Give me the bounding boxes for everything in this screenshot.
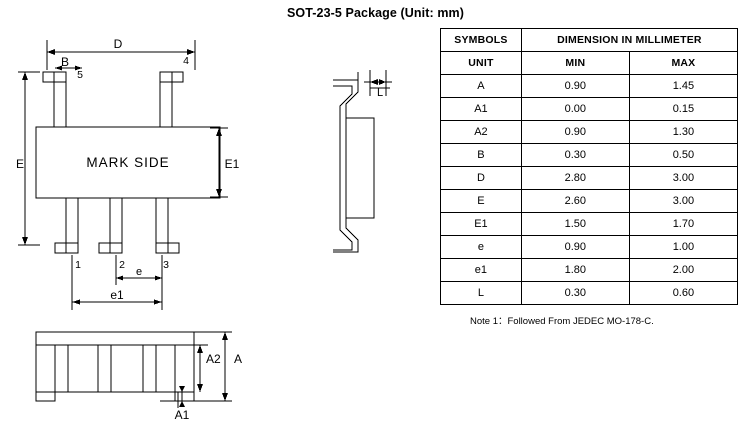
label-E: E: [16, 157, 24, 171]
label-mark-side: MARK SIDE: [86, 155, 169, 170]
cell-symbol: A2: [440, 120, 522, 144]
cell-min: 0.30: [520, 143, 630, 167]
cell-min: 1.80: [520, 258, 630, 282]
cell-max: 1.00: [628, 235, 739, 259]
cell-symbol: A: [440, 74, 522, 98]
cell-max: 2.00: [628, 258, 739, 282]
label-L: L: [377, 87, 383, 99]
cell-max: 1.45: [628, 74, 739, 98]
label-A1: A1: [175, 408, 190, 422]
label-B: B: [61, 55, 69, 69]
cell-min: 0.90: [520, 74, 630, 98]
table-row: L 0.30 0.60: [440, 281, 739, 305]
cell-symbol: A1: [440, 97, 522, 121]
table-row: A 0.90 1.45: [440, 74, 739, 98]
label-e: e: [136, 266, 142, 278]
cell-max: 3.00: [628, 166, 739, 190]
cell-max: 0.50: [628, 143, 739, 167]
table-row: E 2.60 3.00: [440, 189, 739, 213]
cell-symbol: E: [440, 189, 522, 213]
table-row: e1 1.80 2.00: [440, 258, 739, 282]
cell-min: 2.80: [520, 166, 630, 190]
pin-label-3: 3: [163, 259, 169, 271]
label-A: A: [234, 352, 242, 366]
pin-label-1: 1: [75, 259, 81, 271]
table-row: E1 1.50 1.70: [440, 212, 739, 236]
cell-max: 0.60: [628, 281, 739, 305]
header-symbols: SYMBOLS: [440, 28, 522, 52]
cell-symbol: D: [440, 166, 522, 190]
cell-min: 1.50: [520, 212, 630, 236]
table-header-row-1: SYMBOLS DIMENSION IN MILLIMETER: [440, 28, 739, 52]
cell-symbol: L: [440, 281, 522, 305]
header-max: MAX: [628, 51, 739, 75]
header-unit: UNIT: [440, 51, 522, 75]
pin-label-5: 5: [77, 69, 83, 81]
table-note: Note 1：Followed From JEDEC MO-178-C.: [470, 316, 654, 327]
table-row: D 2.80 3.00: [440, 166, 739, 190]
cell-symbol: e: [440, 235, 522, 259]
table-header-row-2: UNIT MIN MAX: [440, 51, 739, 75]
cell-min: 0.00: [520, 97, 630, 121]
cell-min: 2.60: [520, 189, 630, 213]
cell-symbol: E1: [440, 212, 522, 236]
cell-max: 0.15: [628, 97, 739, 121]
label-A2: A2: [206, 352, 221, 366]
table-row: e 0.90 1.00: [440, 235, 739, 259]
page-title: SOT-23-5 Package (Unit: mm): [286, 6, 465, 20]
dimension-table: SYMBOLS DIMENSION IN MILLIMETER UNIT MIN…: [440, 28, 739, 305]
cell-max: 1.70: [628, 212, 739, 236]
cell-min: 0.90: [520, 235, 630, 259]
table-row: A1 0.00 0.15: [440, 97, 739, 121]
header-dimension: DIMENSION IN MILLIMETER: [520, 28, 739, 52]
cell-symbol: e1: [440, 258, 522, 282]
cell-max: 1.30: [628, 120, 739, 144]
table-row: A2 0.90 1.30: [440, 120, 739, 144]
cell-min: 0.90: [520, 120, 630, 144]
cell-min: 0.30: [520, 281, 630, 305]
label-E1: E1: [225, 157, 240, 171]
table-row: B 0.30 0.50: [440, 143, 739, 167]
header-min: MIN: [520, 51, 630, 75]
cell-symbol: B: [440, 143, 522, 167]
cell-max: 3.00: [628, 189, 739, 213]
pin-label-4: 4: [183, 55, 189, 67]
label-e1: e1: [110, 288, 124, 302]
label-D: D: [114, 37, 123, 51]
pin-label-2: 2: [119, 259, 125, 271]
